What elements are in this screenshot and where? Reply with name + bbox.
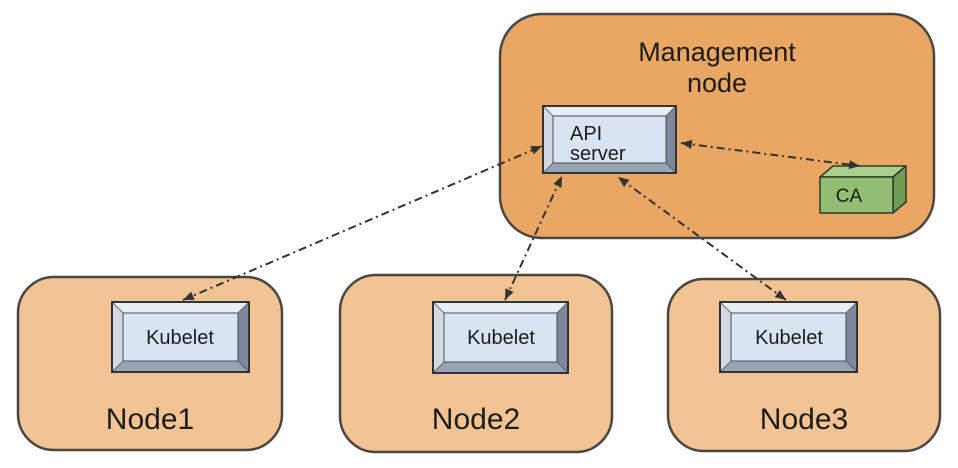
kubelet-2-outline [432, 301, 569, 374]
kubelet-2-bevel-left [432, 301, 445, 374]
kubelet-3-bevel-left [719, 301, 732, 373]
kubelet-3-outline [719, 301, 858, 373]
kubelet-3-box: Kubelet [719, 301, 858, 373]
node-2-label: Node2 [432, 403, 520, 436]
ca-box-front [819, 176, 894, 214]
arrow-api-server-kubelet1 [182, 145, 543, 301]
kubelet-2-face [443, 312, 558, 363]
management-node-title-line2: node [687, 68, 747, 98]
kubelet-3-face [730, 312, 847, 362]
kubelet-2-bevel-top [432, 301, 569, 314]
kubelet-1-bevel-top [111, 301, 250, 314]
kubelet-1-box: Kubelet [111, 301, 250, 373]
kubelet-3-bevel-bottom [719, 360, 858, 373]
arrow-api-server-kubelet2 [504, 175, 563, 301]
kubelet-1-face [122, 312, 239, 362]
api-server-outline [542, 105, 677, 174]
kubelet-3-label: Kubelet [755, 327, 823, 349]
api-server-label-line2: server [570, 143, 626, 165]
kubelet-1-label: Kubelet [146, 327, 214, 349]
arrow-api-server-ca [680, 139, 861, 170]
ca-box: CA [819, 165, 907, 214]
api-server-bevel-top [542, 105, 677, 117]
kubelet-2-bevel-bottom [432, 361, 569, 374]
kubelet-2-box: Kubelet [432, 301, 569, 374]
api-server-face [552, 115, 667, 164]
kubelet-1-bevel-bottom [111, 360, 250, 373]
api-server-box: API server [542, 105, 677, 174]
kubelet-3-bevel-right [845, 301, 858, 373]
ca-label: CA [836, 186, 863, 207]
node-3-label: Node3 [760, 403, 848, 436]
connections [182, 139, 861, 301]
kubelet-1-bevel-right [237, 301, 250, 373]
api-server-bevel-right [665, 105, 677, 174]
api-server-label-line1: API [570, 123, 602, 145]
api-server-bevel-left [542, 105, 554, 174]
node-1-label: Node1 [106, 403, 194, 436]
kubelet-1-bevel-left [111, 301, 124, 373]
kubelet-1-outline [111, 301, 250, 373]
kubelet-3-bevel-top [719, 301, 858, 314]
management-node-title-line1: Management [638, 37, 796, 67]
kubelet-2-bevel-right [556, 301, 569, 374]
kubelet-2-label: Kubelet [467, 327, 535, 349]
ca-box-top [819, 165, 907, 178]
